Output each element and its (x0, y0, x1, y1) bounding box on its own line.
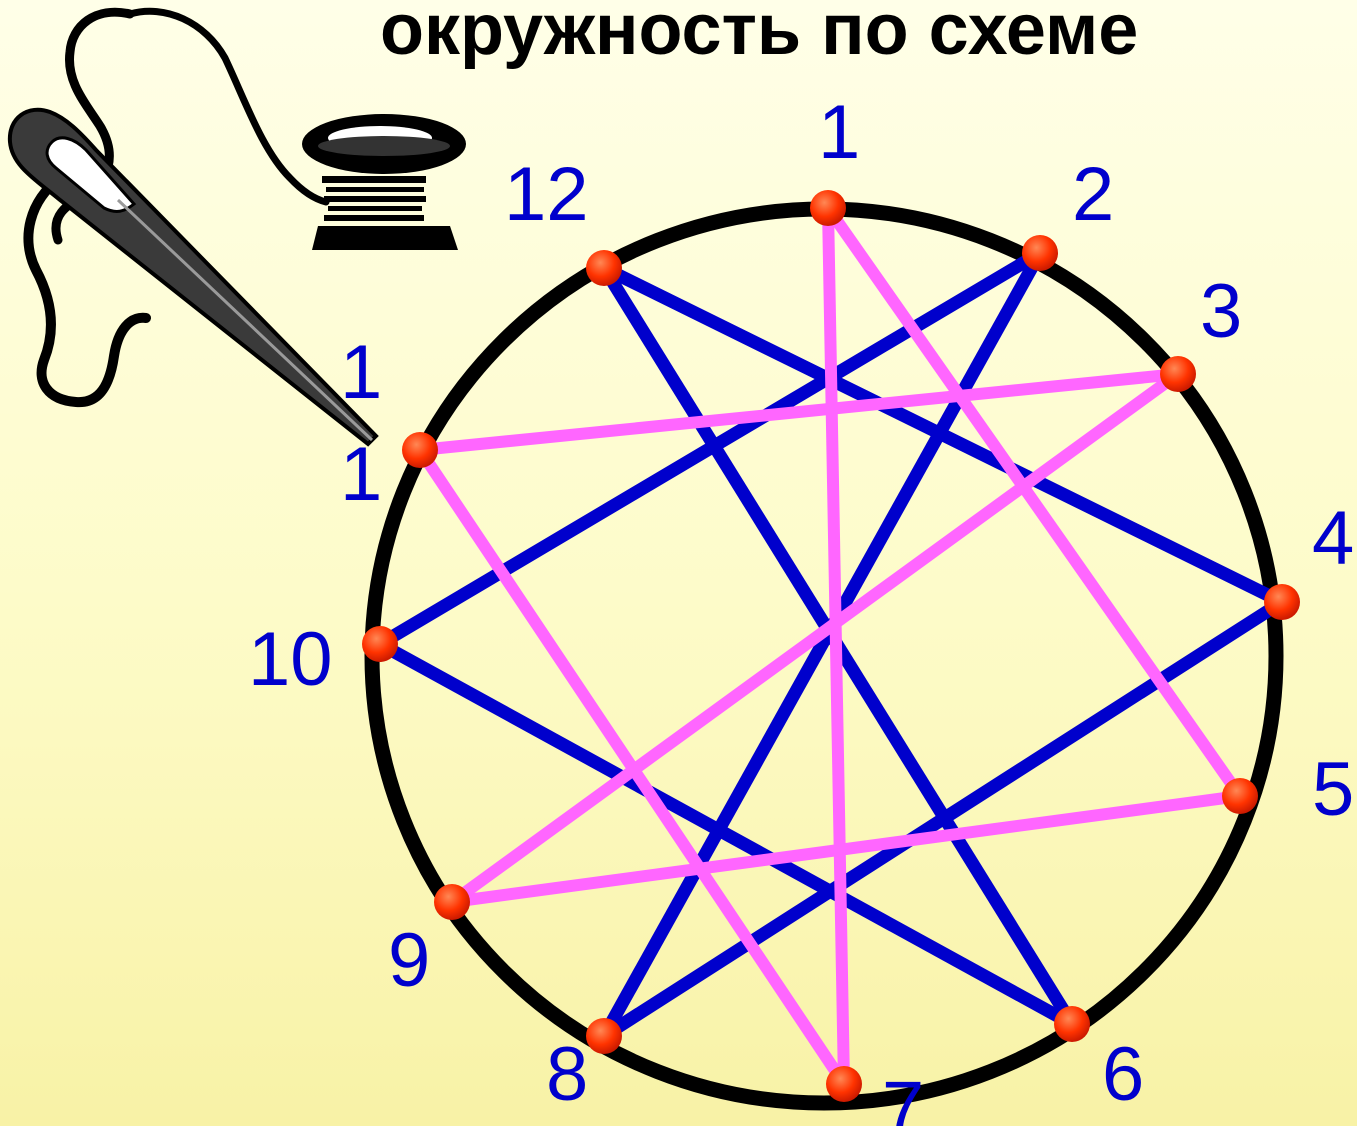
point-label-11-top: 1 (340, 330, 382, 415)
point-dot-12 (586, 250, 622, 286)
point-dot-7 (826, 1066, 862, 1102)
point-dot-9 (434, 884, 470, 920)
point-label-8: 8 (546, 1032, 588, 1117)
point-label-12: 12 (504, 152, 589, 237)
point-label-3: 3 (1200, 269, 1242, 354)
point-label-4: 4 (1312, 496, 1354, 581)
slide-title: окружность по схеме (380, 0, 1138, 66)
point-label-6: 6 (1102, 1032, 1144, 1117)
pink-thread-segment-7-to-1 (828, 208, 844, 1084)
point-label-1: 1 (818, 90, 860, 175)
point-label-10: 10 (248, 617, 333, 702)
point-dot-3 (1160, 356, 1196, 392)
point-label-11-bottom: 1 (340, 432, 382, 517)
point-label-5: 5 (1312, 747, 1354, 832)
point-dot-11 (402, 432, 438, 468)
point-dot-1 (810, 190, 846, 226)
point-dot-2 (1022, 235, 1058, 271)
thread-spool-icon (302, 114, 466, 250)
point-label-9: 9 (388, 918, 430, 1003)
point-label-7: 7 (882, 1066, 924, 1126)
pink-thread-segment-3-to-11 (420, 374, 1178, 450)
point-dot-8 (586, 1018, 622, 1054)
point-dot-6 (1054, 1006, 1090, 1042)
pink-thread-segment-1-to-5 (828, 208, 1240, 796)
point-label-2: 2 (1072, 152, 1114, 237)
point-dot-4 (1264, 584, 1300, 620)
pink-thread-lines (420, 208, 1240, 1084)
point-dot-10 (362, 626, 398, 662)
point-dot-5 (1222, 778, 1258, 814)
